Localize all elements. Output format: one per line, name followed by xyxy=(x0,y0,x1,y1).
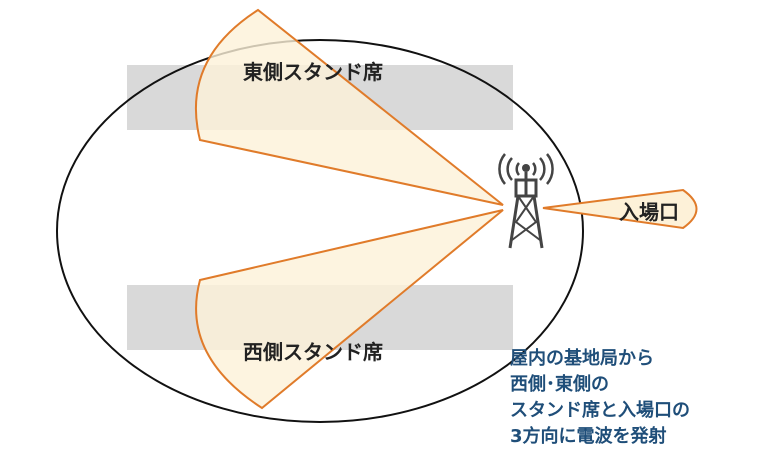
note-line: 屋内の基地局から xyxy=(510,348,654,369)
antenna-tower-icon xyxy=(498,153,554,249)
note-line: 3方向に電波を発射 xyxy=(510,426,667,447)
east-beam xyxy=(194,8,504,206)
stadium-outline xyxy=(56,39,584,423)
west-beam xyxy=(195,209,504,410)
note-line: スタンド席と入場口の xyxy=(510,400,690,421)
entrance-beam xyxy=(542,188,698,230)
west-stand-label: 西側スタンド席 xyxy=(243,340,383,364)
note-line: 西側･東側の xyxy=(510,374,609,395)
east-stand-label: 東側スタンド席 xyxy=(243,60,383,84)
description-note: 屋内の基地局から 西側･東側の スタンド席と入場口の 3方向に電波を発射 xyxy=(510,346,690,450)
entrance-label: 入場口 xyxy=(619,200,679,224)
